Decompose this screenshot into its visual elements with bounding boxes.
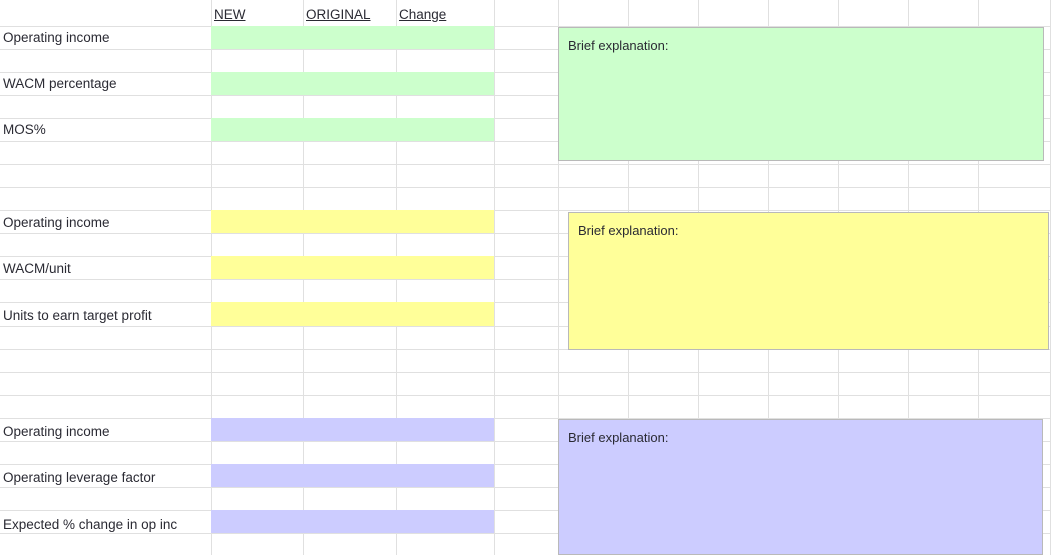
- input-cell-band-yellow-3[interactable]: [211, 210, 494, 233]
- input-cell-band-green-0[interactable]: [211, 26, 494, 49]
- gridline-vertical-3: [494, 0, 495, 555]
- gridline-horizontal-7: [0, 187, 1051, 188]
- gridline-horizontal-17: [0, 418, 1051, 419]
- gridline-horizontal-9: [0, 233, 1051, 234]
- gridline-horizontal-0: [0, 26, 1051, 27]
- input-cell-band-green-1[interactable]: [211, 72, 494, 95]
- column-header-original: ORIGINAL: [306, 7, 371, 22]
- gridline-horizontal-10: [0, 256, 1051, 257]
- gridline-horizontal-21: [0, 510, 1051, 511]
- row-label-wacm-unit: WACM/unit: [3, 262, 71, 276]
- row-label-units-to-earn-target-profit: Units to earn target profit: [3, 309, 152, 323]
- gridline-horizontal-20: [0, 487, 1051, 488]
- gridline-horizontal-4: [0, 118, 1051, 119]
- gridline-horizontal-2: [0, 72, 1051, 73]
- gridline-horizontal-15: [0, 372, 1051, 373]
- row-label-operating-income: Operating income: [3, 31, 110, 45]
- explanation-label: Brief explanation:: [568, 430, 669, 445]
- gridline-horizontal-3: [0, 95, 1051, 96]
- explanation-box-purple[interactable]: Brief explanation:: [558, 419, 1043, 555]
- input-cell-band-purple-7[interactable]: [211, 464, 494, 487]
- gridline-horizontal-6: [0, 164, 1051, 165]
- gridline-horizontal-13: [0, 326, 1051, 327]
- input-cell-band-purple-6[interactable]: [211, 418, 494, 441]
- row-label-operating-income: Operating income: [3, 216, 110, 230]
- explanation-label: Brief explanation:: [578, 223, 679, 238]
- row-label-mos: MOS%: [3, 123, 46, 137]
- gridline-horizontal-22: [0, 533, 1051, 534]
- gridline-horizontal-16: [0, 395, 1051, 396]
- gridline-horizontal-1: [0, 49, 1051, 50]
- row-label-operating-leverage-factor: Operating leverage factor: [3, 471, 156, 485]
- explanation-box-yellow[interactable]: Brief explanation:: [568, 212, 1049, 350]
- row-label-expected-change-in-op-inc: Expected % change in op inc: [3, 518, 178, 532]
- gridline-horizontal-5: [0, 141, 1051, 142]
- column-header-new: NEW: [214, 7, 246, 22]
- gridline-horizontal-12: [0, 302, 1051, 303]
- input-cell-band-yellow-4[interactable]: [211, 256, 494, 279]
- explanation-box-green[interactable]: Brief explanation:: [558, 27, 1044, 161]
- gridline-horizontal-18: [0, 441, 1051, 442]
- gridline-horizontal-14: [0, 349, 1051, 350]
- gridline-vertical-4: [558, 0, 559, 555]
- column-header-change: Change: [399, 7, 447, 22]
- input-cell-band-yellow-5[interactable]: [211, 302, 494, 326]
- gridline-horizontal-8: [0, 210, 1051, 211]
- explanation-label: Brief explanation:: [568, 38, 669, 53]
- input-cell-band-green-2[interactable]: [211, 118, 494, 141]
- gridline-horizontal-19: [0, 464, 1051, 465]
- gridline-horizontal-11: [0, 279, 1051, 280]
- input-cell-band-purple-8[interactable]: [211, 510, 494, 533]
- row-label-operating-income: Operating income: [3, 425, 110, 439]
- row-label-wacm-percentage: WACM percentage: [3, 77, 117, 91]
